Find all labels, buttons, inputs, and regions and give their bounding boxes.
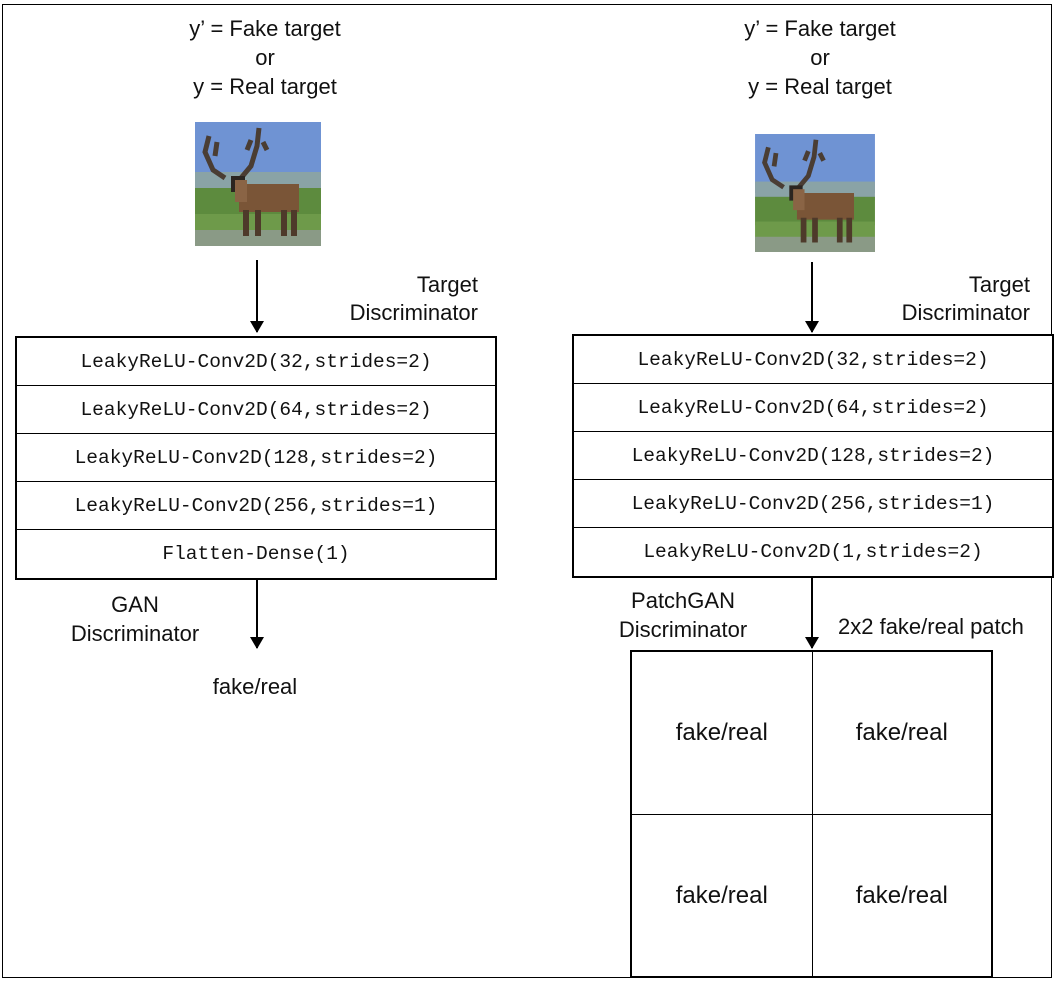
right-model-label-1: PatchGAN [631, 588, 735, 613]
left-input-arrow [250, 260, 264, 333]
left-target-line-2: or [255, 45, 275, 70]
right-model-label-2: Discriminator [618, 617, 748, 642]
right-layer-3: LeakyReLU-Conv2D(128,strides=2) [574, 432, 1052, 480]
right-layer-stack: LeakyReLU-Conv2D(32,strides=2) LeakyReLU… [572, 334, 1054, 578]
left-layer-3: LeakyReLU-Conv2D(128,strides=2) [17, 434, 495, 482]
left-layer-4: LeakyReLU-Conv2D(256,strides=1) [17, 482, 495, 530]
left-target-line-3: y = Real target [193, 74, 337, 99]
right-layer-5: LeakyReLU-Conv2D(1,strides=2) [643, 541, 983, 563]
left-deer-image-icon [195, 122, 321, 246]
patch-cell: fake/real [811, 652, 992, 814]
right-target-line-2: or [810, 45, 830, 70]
right-discriminator-label-2: Discriminator [901, 300, 1030, 325]
left-output-arrow [250, 580, 264, 649]
right-input-arrow [805, 262, 819, 333]
patch-grid: fake/real fake/real fake/real fake/real [630, 650, 993, 978]
right-discriminator-label-1: Target [968, 272, 1030, 297]
right-layer-1: LeakyReLU-Conv2D(32,strides=2) [574, 336, 1052, 384]
right-deer-image-icon [755, 134, 875, 252]
patch-cell: fake/real [811, 814, 991, 976]
left-layer-stack: LeakyReLU-Conv2D(32,strides=2) LeakyReLU… [15, 336, 497, 580]
right-patch-label: 2x2 fake/real patch [838, 614, 1024, 639]
left-layer-5: Flatten-Dense(1) [162, 543, 350, 565]
left-model-label-2: Discriminator [70, 621, 200, 646]
patch-cell: fake/real [632, 814, 812, 976]
patch-cell: fake/real [675, 719, 768, 746]
left-target-line-1: y’ = Fake target [189, 16, 341, 41]
right-layer-4: LeakyReLU-Conv2D(256,strides=1) [574, 480, 1052, 528]
right-layer-2: LeakyReLU-Conv2D(64,strides=2) [574, 384, 1052, 432]
left-discriminator-label-2: Discriminator [349, 300, 478, 325]
left-layer-2: LeakyReLU-Conv2D(64,strides=2) [17, 386, 495, 434]
left-discriminator-label-1: Target [416, 272, 478, 297]
left-model-label-1: GAN [111, 592, 159, 617]
right-output-arrow [805, 578, 819, 649]
right-target-line-3: y = Real target [748, 74, 892, 99]
right-target-line-1: y’ = Fake target [744, 16, 896, 41]
left-output-label: fake/real [212, 674, 298, 699]
left-layer-1: LeakyReLU-Conv2D(32,strides=2) [17, 338, 495, 386]
